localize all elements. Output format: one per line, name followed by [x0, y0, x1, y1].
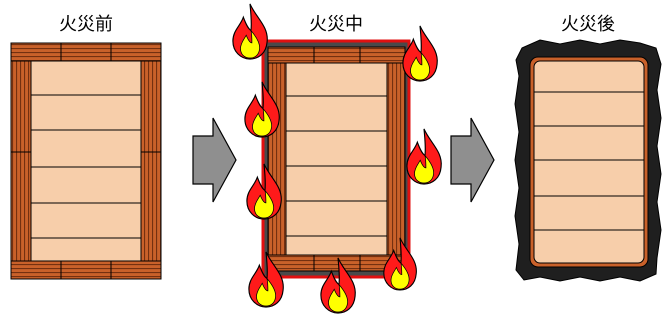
flame-icon — [403, 26, 437, 81]
timber-section-after — [515, 40, 661, 281]
flame-icon — [233, 4, 267, 59]
flame-icon — [407, 129, 441, 184]
right-arrow-icon — [451, 118, 494, 202]
timber-section-during — [263, 41, 409, 277]
stage-title-after: 火災後 — [561, 14, 615, 35]
timber-section-before — [11, 43, 161, 279]
stage-title-before: 火災前 — [59, 14, 113, 35]
stage-title-during: 火災中 — [309, 14, 363, 35]
right-arrow-icon — [193, 118, 236, 202]
